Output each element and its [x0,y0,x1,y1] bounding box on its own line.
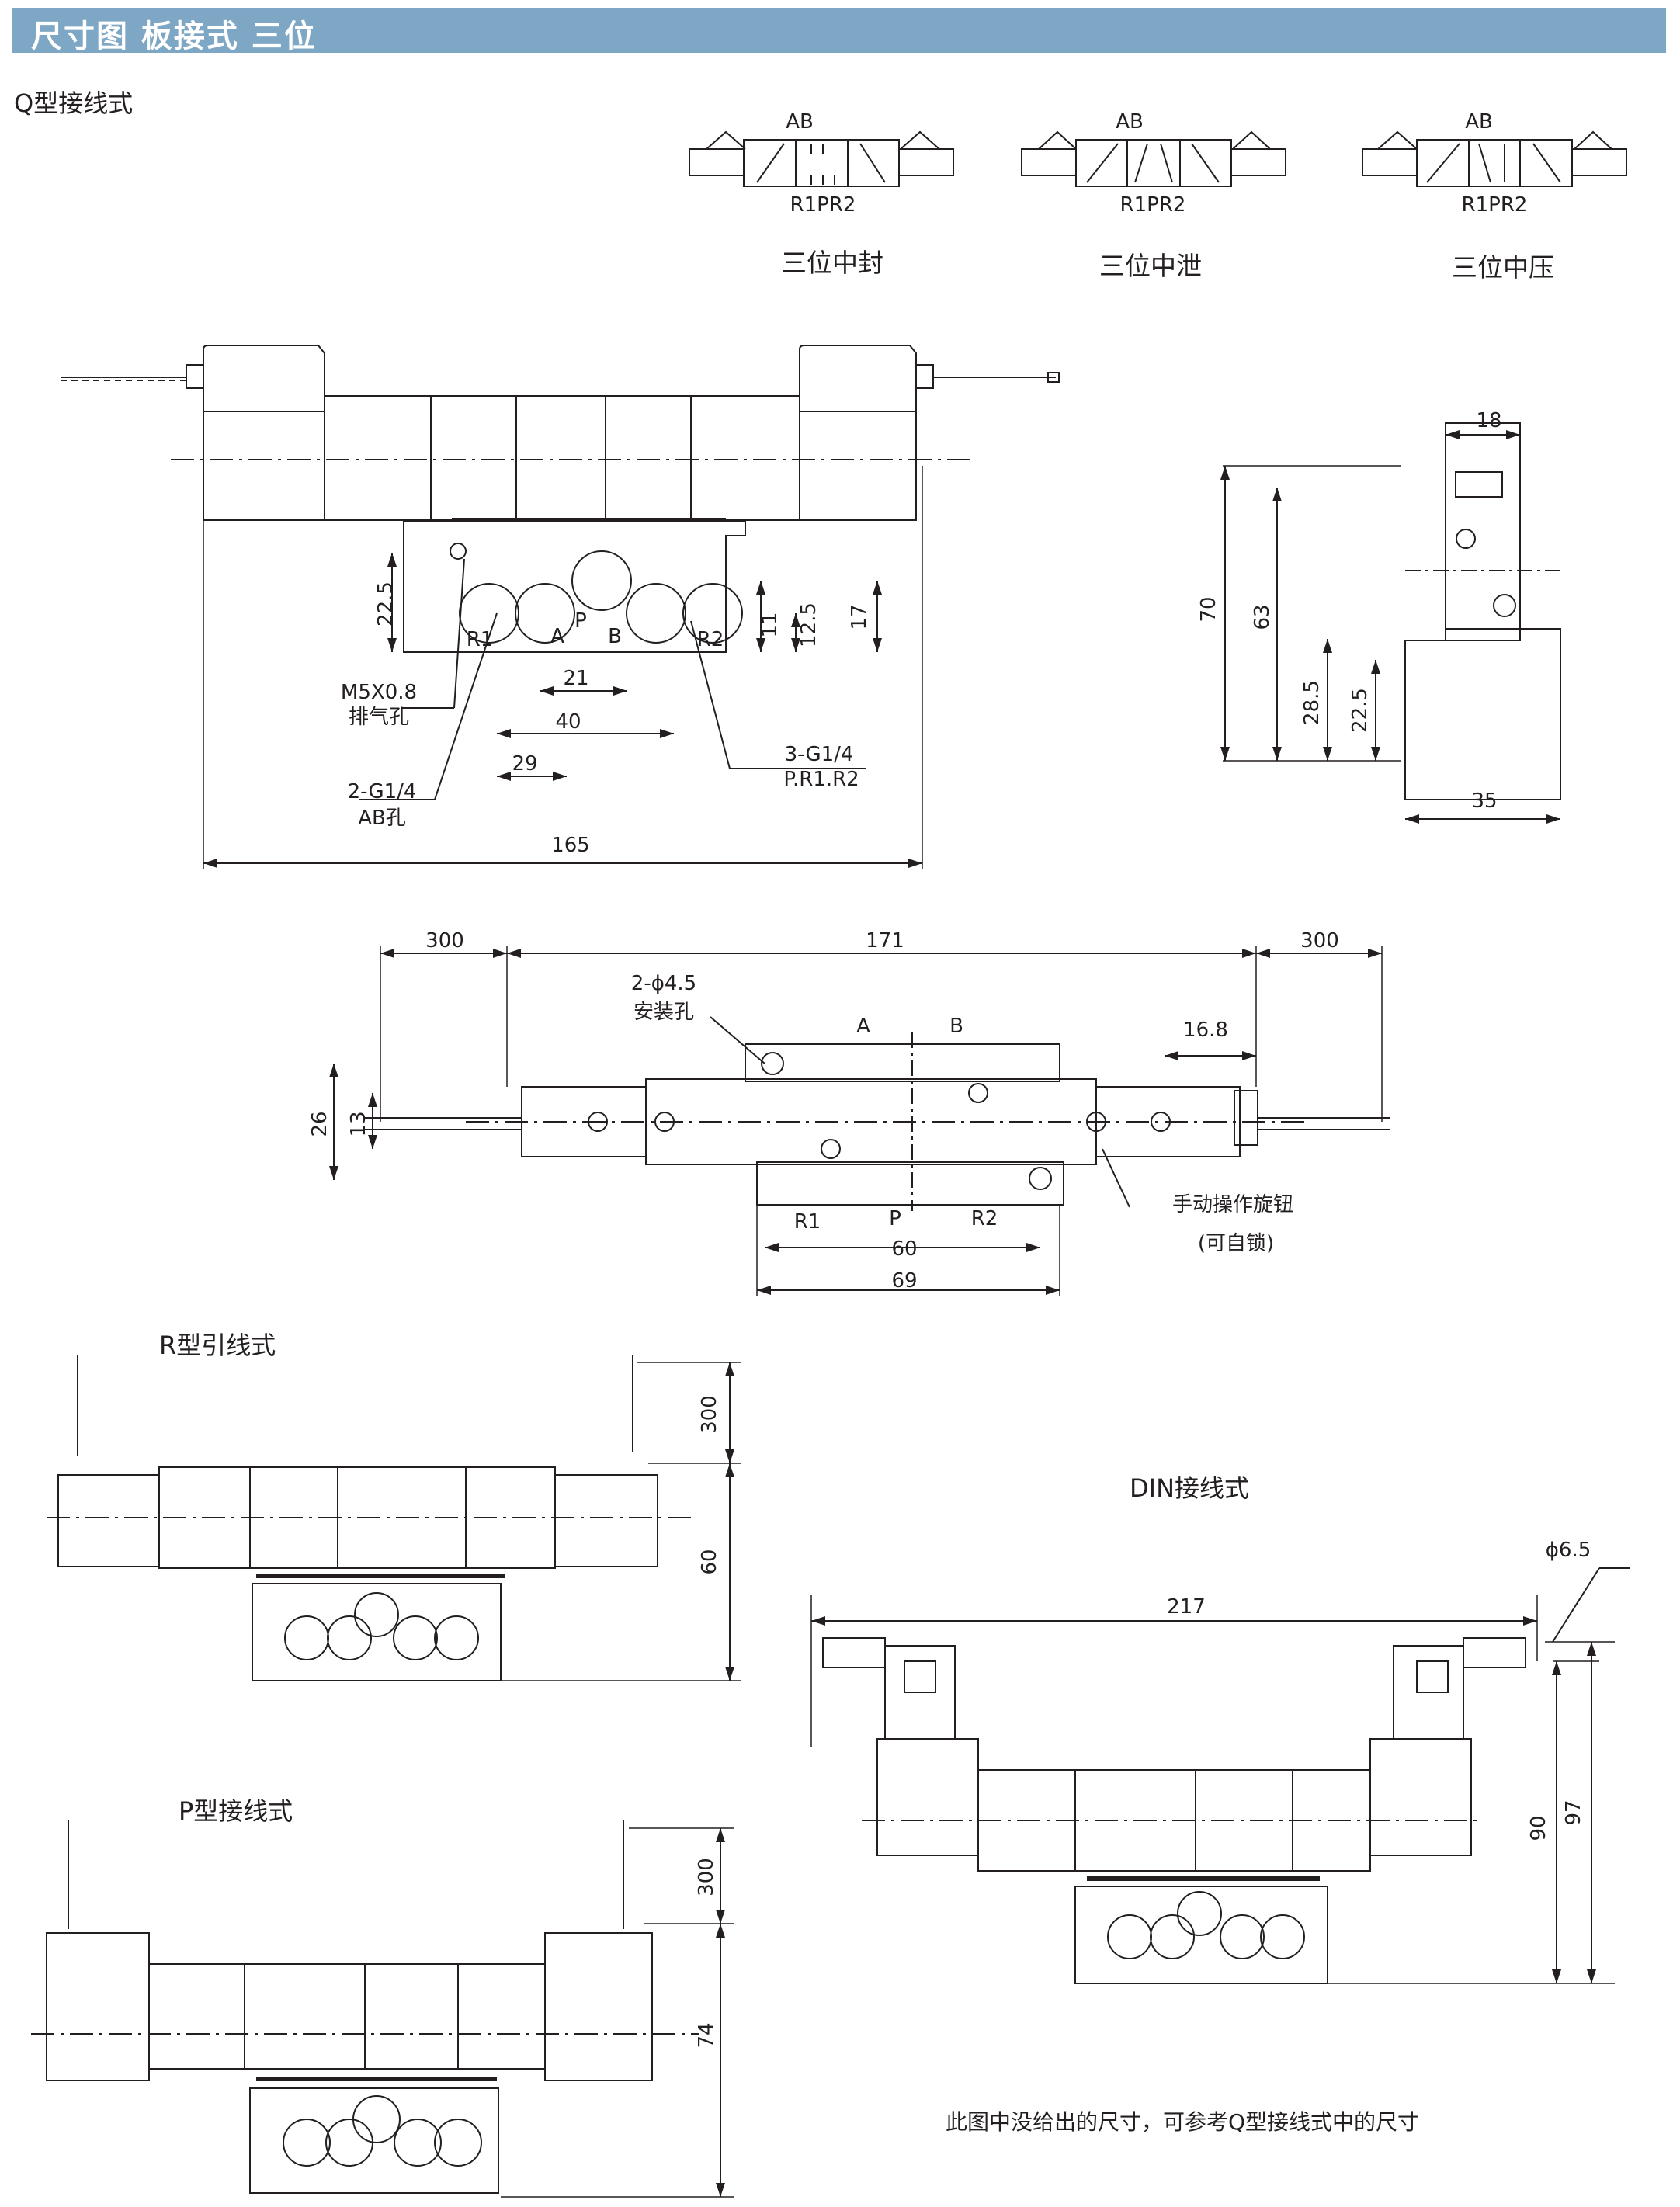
port-label-r2: R2 [697,628,724,651]
dim-74-p: 74 [695,2022,718,2048]
symbol-caption-2: 三位中泄 [1099,251,1202,281]
top-view [329,946,1390,1296]
label-p-top: P [889,1207,901,1230]
dim-300-r: 300 [698,1395,721,1434]
dim-35-side: 35 [1471,789,1497,813]
label-b-top: B [949,1015,963,1038]
dim-69-top: 69 [891,1269,917,1293]
dim-97-din: 97 [1562,1799,1585,1825]
dim-300-left: 300 [425,929,464,953]
dim-40-front: 40 [555,710,581,734]
dim-26: 26 [308,1111,331,1136]
dim-60-r: 60 [698,1549,721,1574]
callout-3g: 3-G1/4 [785,743,854,766]
header-bar: 尺寸图 板接式 三位 [12,8,1666,54]
port-label-b: B [608,625,622,648]
footnote: 此图中没给出的尺寸，可参考Q型接线式中的尺寸 [946,2109,1420,2135]
callout-2g: 2-G1/4 [348,780,417,803]
port-label-a: A [550,625,564,648]
callout-2g-sub: AB孔 [358,807,406,830]
symbol-2-bottom: R1PR2 [1120,193,1186,217]
r-type-view [47,1355,741,1681]
dim-13: 13 [347,1111,370,1136]
symbol-3-top: AB [1465,110,1493,134]
port-label-r1: R1 [467,628,494,651]
callout-m5-sub: 排气孔 [349,706,409,729]
symbol-closed-center [689,130,954,187]
dim-29-front: 29 [512,752,537,776]
dim-12-5-front: 12.5 [797,602,821,647]
side-view [1220,422,1561,824]
symbol-3-bottom: R1PR2 [1462,193,1528,217]
dim-22-5-side: 22.5 [1349,688,1372,733]
symbol-exhaust-center [1021,130,1286,187]
symbol-caption-3: 三位中压 [1452,252,1554,283]
callout-m5: M5X0.8 [341,681,417,704]
p-type-title: P型接线式 [179,1796,293,1826]
callout-mount-sub: 安装孔 [633,1001,694,1024]
callout-3g-sub: P.R1.R2 [783,768,859,791]
dim-171: 171 [866,929,904,953]
label-r1-top: R1 [794,1210,821,1234]
dim-165-front: 165 [551,834,590,857]
dim-217: 217 [1167,1595,1206,1619]
dim-11-front: 11 [758,612,782,637]
dim-16-8: 16.8 [1183,1018,1228,1042]
dim-18-side: 18 [1476,409,1501,432]
dim-21-front: 21 [563,667,588,690]
symbol-caption-1: 三位中封 [781,248,883,278]
symbol-pressure-center [1362,130,1627,187]
q-type-title: Q型接线式 [14,88,134,118]
dim-70-side: 70 [1197,596,1220,622]
din-type-title: DIN接线式 [1130,1473,1250,1503]
dim-90-din: 90 [1527,1815,1550,1841]
dim-28-5-side: 28.5 [1300,680,1324,725]
p-type-view [31,1820,734,2198]
dim-22-5-front: 22.5 [374,581,397,626]
page-title: 尺寸图 板接式 三位 [31,19,317,54]
symbol-1-top: AB [786,110,814,134]
din-view [810,1567,1630,1984]
callout-knob: 手动操作旋钮 [1172,1193,1293,1216]
label-r2-top: R2 [971,1207,998,1230]
dim-17-front: 17 [848,604,871,630]
front-view-q [61,345,1060,869]
dim-60-top: 60 [891,1237,917,1261]
port-label-p: P [574,609,587,633]
label-a-top: A [856,1015,870,1038]
dim-63-side: 63 [1251,604,1274,630]
callout-mount: 2-ϕ4.5 [631,972,696,995]
r-type-title: R型引线式 [159,1331,276,1360]
symbol-1-bottom: R1PR2 [790,193,856,217]
symbol-2-top: AB [1116,110,1144,134]
dim-300-p: 300 [695,1858,718,1896]
callout-knob-sub: (可自锁) [1198,1232,1274,1255]
dim-phi-6-5: ϕ6.5 [1546,1539,1591,1562]
dim-300-right: 300 [1300,929,1339,953]
